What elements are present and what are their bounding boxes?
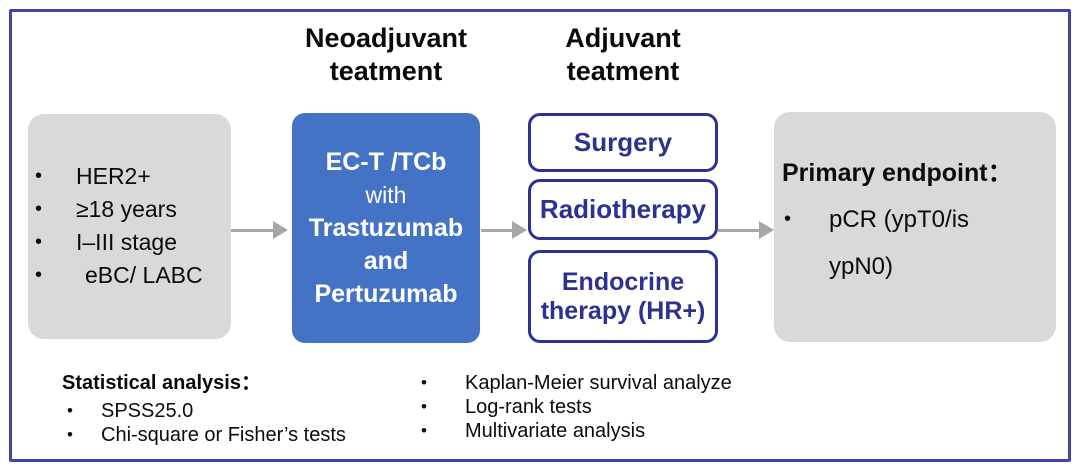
bullet-icon	[28, 160, 76, 193]
regimen-line: EC-T /TCb	[325, 147, 447, 176]
flow-arrow-adjuvant-to-endpoint	[718, 221, 774, 239]
regimen-line: and	[363, 246, 409, 275]
list-item: Kaplan-Meier survival analyze	[418, 371, 838, 395]
bullet-icon	[418, 395, 465, 419]
list-item: Log-rank tests	[418, 395, 838, 419]
list-item-label: Chi-square or Fisher’s tests	[101, 424, 346, 446]
flow-arrow-neoadjuvant-to-adjuvant	[481, 221, 527, 239]
regimen-line: Trastuzumab	[308, 213, 464, 242]
bullet-icon	[774, 196, 829, 243]
neoadjuvant-heading-line2: teatment	[329, 56, 443, 86]
adjuvant-heading-line1: Adjuvant	[565, 23, 681, 53]
statistical-analysis-list: SPSS25.0 Chi-square or Fisher’s tests	[62, 399, 412, 447]
list-item-label: Log-rank tests	[465, 396, 592, 418]
list-item: SPSS25.0	[62, 399, 412, 423]
surgery-label: Surgery	[573, 127, 673, 157]
flow-arrow-eligibility-to-neoadjuvant	[231, 221, 288, 239]
adjuvant-heading-line2: teatment	[566, 56, 680, 86]
arrow-shaft	[481, 228, 512, 232]
list-item-label: Kaplan-Meier survival analyze	[465, 372, 732, 394]
bullet-icon	[28, 259, 76, 292]
bullet-icon	[62, 399, 101, 423]
neoadjuvant-heading: Neoadjuvant teatment	[288, 22, 484, 88]
eligibility-item-label: I–III stage	[76, 229, 178, 255]
adjuvant-heading: Adjuvant teatment	[528, 22, 718, 88]
neoadjuvant-treatment-box: EC-T /TCb with Trastuzumab and Pertuzuma…	[292, 113, 480, 343]
statistical-analysis-section: Statistical analysis： SPSS25.0 Chi-squar…	[62, 371, 412, 447]
list-item: Chi-square or Fisher’s tests	[62, 423, 412, 447]
eligibility-item: HER2+	[28, 160, 231, 193]
regimen-line: with	[365, 181, 407, 208]
eligibility-item-label: ≥18 years	[76, 196, 177, 222]
list-item: Multivariate analysis	[418, 419, 838, 443]
statistical-analysis-title: Statistical analysis：	[62, 372, 261, 394]
radiotherapy-label: Radiotherapy	[539, 194, 707, 224]
arrow-head-icon	[759, 221, 774, 239]
endocrine-therapy-label: Endocrine therapy (HR+)	[540, 267, 706, 325]
radiotherapy-box: Radiotherapy	[528, 179, 718, 240]
eligibility-item: ≥18 years	[28, 193, 231, 226]
arrow-shaft	[718, 228, 759, 232]
primary-endpoint-box: Primary endpoint： pCR (ypT0/is ypN0)	[774, 112, 1056, 342]
primary-endpoint-line2: ypN0)	[829, 253, 894, 280]
eligibility-item: eBC/ LABC	[28, 259, 231, 292]
eligibility-item-label: HER2+	[76, 163, 151, 189]
regimen-line: Pertuzumab	[314, 279, 458, 308]
list-item-label: SPSS25.0	[101, 400, 194, 422]
primary-endpoint-value: pCR (ypT0/is ypN0)	[829, 196, 969, 290]
list-item-label: Multivariate analysis	[465, 420, 646, 442]
statistical-methods-list: Kaplan-Meier survival analyze Log-rank t…	[418, 371, 838, 443]
outer-border	[9, 9, 1071, 462]
eligibility-item-label: eBC/ LABC	[85, 262, 203, 288]
bullet-icon	[28, 226, 76, 259]
eligibility-box: HER2+ ≥18 years I–III stage eBC/ LABC	[28, 114, 231, 339]
arrow-head-icon	[512, 221, 527, 239]
bullet-icon	[62, 423, 101, 447]
primary-endpoint-line1: pCR (ypT0/is	[829, 206, 970, 233]
bullet-icon	[418, 419, 465, 443]
neoadjuvant-heading-line1: Neoadjuvant	[304, 23, 468, 53]
bullet-icon	[28, 193, 76, 226]
surgery-box: Surgery	[528, 113, 718, 172]
primary-endpoint-title: Primary endpoint：	[782, 159, 1013, 187]
arrow-head-icon	[273, 221, 288, 239]
bullet-icon	[418, 371, 465, 395]
primary-endpoint-item: pCR (ypT0/is ypN0)	[774, 196, 1056, 290]
endocrine-therapy-box: Endocrine therapy (HR+)	[528, 250, 718, 343]
arrow-shaft	[231, 228, 273, 232]
eligibility-item: I–III stage	[28, 226, 231, 259]
